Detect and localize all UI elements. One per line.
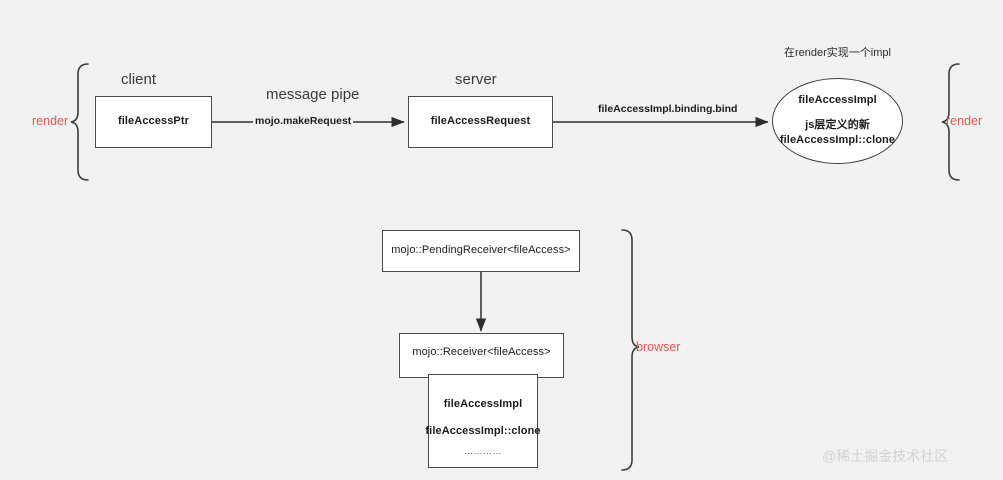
box-receiver-text: mojo::Receiver<fileAccess> xyxy=(412,346,551,358)
inner-impl-line1: fileAccessImpl xyxy=(443,398,523,410)
ellipse-impl-line2: js层定义的新 xyxy=(805,118,870,131)
ellipse-impl-line3: fileAccessImpl::clone xyxy=(779,134,896,147)
box-file-access-ptr[interactable]: fileAccessPtr xyxy=(95,96,212,148)
box-pending-receiver[interactable]: mojo::PendingReceiver<fileAccess> xyxy=(382,230,580,272)
edge-label-mojo-make-request: mojo.makeRequest xyxy=(253,115,354,127)
brace-label-render-left: render xyxy=(32,114,69,128)
box-receiver[interactable]: mojo::Receiver<fileAccess> xyxy=(399,333,564,378)
box-file-access-request[interactable]: fileAccessRequest xyxy=(408,96,553,148)
inner-impl-ellipsis: ………… xyxy=(464,445,502,456)
box-file-access-ptr-text: fileAccessPtr xyxy=(117,115,189,128)
watermark: @稀土掘金技术社区 xyxy=(822,448,949,464)
inner-impl-line2: fileAccessImpl::clone xyxy=(425,424,541,437)
edge-label-binding-bind: fileAccessImpl.binding.bind xyxy=(596,103,740,115)
ellipse-impl-line1: fileAccessImpl xyxy=(798,93,877,106)
label-message-pipe: message pipe xyxy=(266,86,360,103)
box-file-access-request-text: fileAccessRequest xyxy=(430,115,531,128)
brace-label-render-right: render xyxy=(946,114,983,128)
box-file-access-impl-inner[interactable]: fileAccessImpl fileAccessImpl::clone ………… xyxy=(425,374,541,468)
label-server: server xyxy=(455,71,497,88)
brace-label-browser: browser xyxy=(636,340,681,354)
ellipse-file-access-impl[interactable]: fileAccessImpl js层定义的新 fileAccessImpl::c… xyxy=(772,78,903,164)
label-client: client xyxy=(121,71,157,88)
box-pending-receiver-text: mojo::PendingReceiver<fileAccess> xyxy=(391,244,571,257)
brace-render-left xyxy=(70,63,89,181)
annotation-render-impl: 在render实现一个impl xyxy=(784,47,891,59)
